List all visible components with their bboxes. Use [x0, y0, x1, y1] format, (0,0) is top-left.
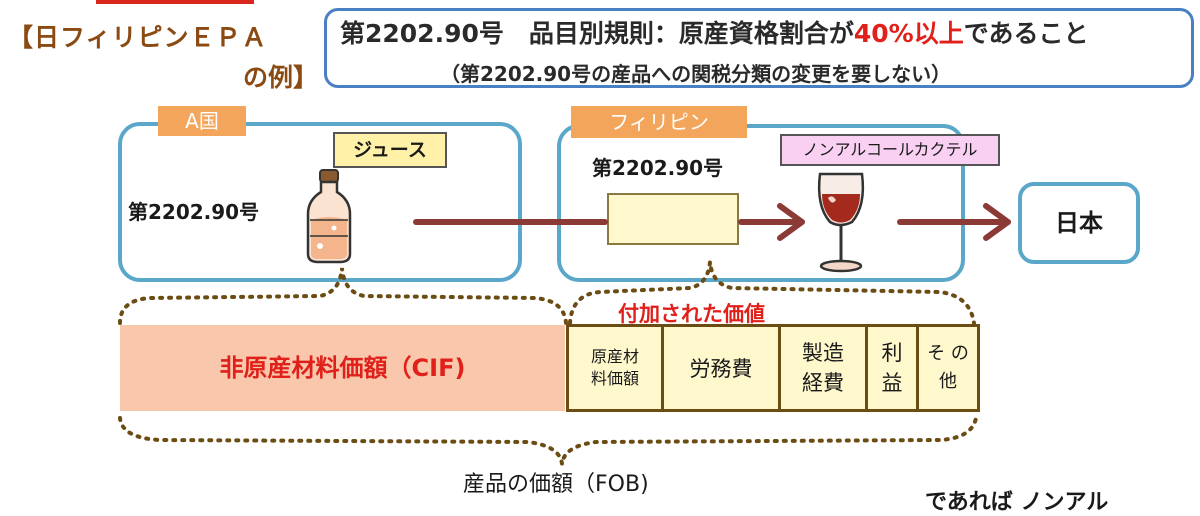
page-title-cont: の例】	[243, 63, 319, 92]
japan-box: 日本	[1018, 182, 1140, 264]
cell-other: そ の他	[916, 324, 980, 412]
rule-text: 第2202.90号 品目別規則：原産資格割合が40%以上であること	[340, 14, 1088, 50]
processing-rect	[607, 193, 739, 245]
juice-bottle-icon	[306, 169, 352, 264]
country-a-code: 第2202.90号	[128, 200, 260, 224]
cell-manufacturing-cost: 製造経費	[778, 324, 868, 412]
cocktail-glass-icon	[817, 172, 865, 273]
rule-suffix: であること	[963, 19, 1089, 48]
added-value-cells: 原産材料価額 労務費 製造経費 利益 そ の他	[566, 324, 980, 412]
rule-highlight: 40%以上	[853, 19, 964, 48]
added-value-label: 付加された価値	[618, 302, 765, 326]
rule-prefix: 第2202.90号 品目別規則：原産資格割合が	[340, 19, 854, 48]
fob-label: 産品の価額（FOB)	[463, 472, 649, 497]
bottom-cut-text: であれば ノンアル	[925, 490, 1109, 515]
cell-profit: 利益	[865, 324, 919, 412]
rule-box	[324, 8, 1194, 88]
philippines-tag: フィリピン	[571, 106, 747, 138]
philippines-code: 第2202.90号	[592, 156, 724, 180]
page-title: 【日フィリピンＥＰＡ	[8, 23, 268, 52]
cell-originating-materials: 原産材料価額	[566, 324, 664, 412]
country-a-tag: A国	[158, 106, 246, 136]
cell-labor-cost: 労務費	[661, 324, 781, 412]
top-red-line	[96, 0, 254, 4]
flow-arrows	[118, 203, 1011, 465]
non-originating-cif: 非原産材料価額（CIF)	[120, 325, 565, 411]
rule-note: （第2202.90号の産品への関税分類の変更を要しない）	[440, 62, 952, 86]
cocktail-tag: ノンアルコールカクテル	[780, 134, 1000, 166]
juice-tag: ジュース	[333, 132, 447, 168]
